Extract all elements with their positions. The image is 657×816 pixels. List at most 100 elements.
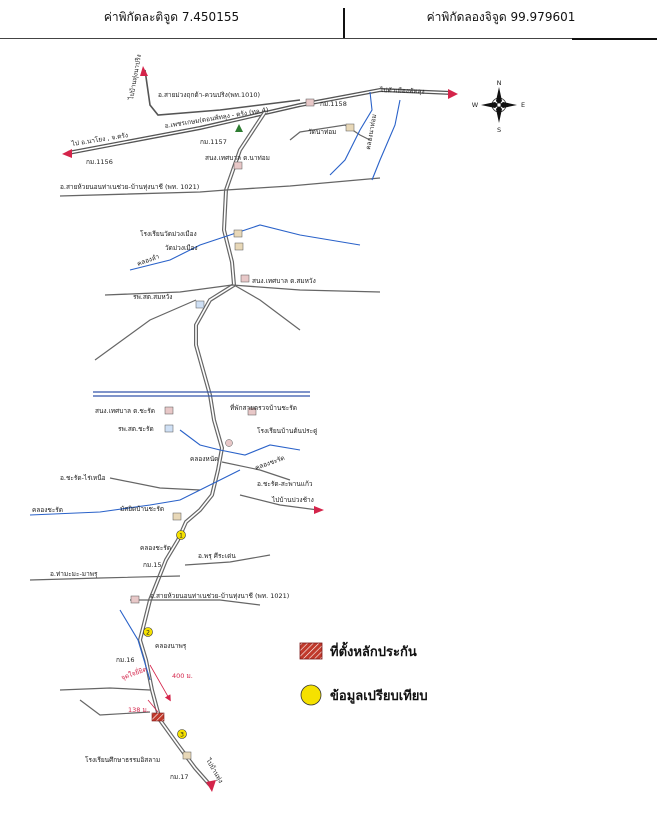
label-road-1021-top: อ.สายห้วยนอนท่าเนช่วย-บ้านทุ่งนาชี (พท. … [60, 183, 199, 191]
compare-number-2: 2 [146, 630, 150, 637]
label-dist-138: 138 ม. [128, 706, 149, 714]
rivers [29, 91, 401, 681]
label-mosque: มัสยิดบ้านชะรัด [120, 505, 164, 513]
tree-icon [235, 124, 243, 132]
longitude-label: ค่าพิกัดลองจิจูด 99.979601 [426, 10, 576, 24]
school-icon [233, 229, 243, 238]
compare-point-3 [177, 729, 187, 739]
road-1010 [144, 69, 301, 116]
police-icon [247, 407, 257, 416]
compass-w: W [472, 101, 479, 109]
road-tha-mamuang [29, 575, 181, 581]
map-labels: อ.สายม่วงฤกต้า-ควนปริง(พท.1010) อ.เพชรเก… [32, 54, 425, 785]
school-bottom-icon [182, 751, 192, 760]
label-hosp-samwang: รพ.สต.สมหวัง [133, 293, 172, 301]
road-southwest [94, 299, 197, 361]
road-1021-north-branch [59, 177, 381, 197]
label-school-bottom: โรงเรียนศึกษาธรรมอิสลาม [85, 756, 160, 764]
label-km1156: กม.1156 [86, 158, 113, 166]
highway-4 [62, 87, 458, 158]
main-road-1021 [137, 110, 267, 792]
road-phru [184, 554, 271, 566]
label-office-chorat: สนง.เทศบาล ต.ชะรัด [95, 407, 155, 415]
road-natom [289, 124, 371, 141]
label-road-tha-mamuang: อ.ท่ามะมะ-มาพรุ [50, 570, 98, 578]
office-samwang-icon [240, 274, 250, 283]
compass-s: S [497, 126, 501, 134]
distance-markers [147, 664, 171, 713]
label-road-1010: อ.สายม่วงฤกต้า-ควนปริง(พท.1010) [158, 91, 260, 99]
arrow-south-icon [206, 780, 216, 792]
label-to-ban-chaw: ไปบ้านบ่วงช้าง [271, 496, 314, 504]
label-khlong-nuea: คลองหนัด [190, 455, 218, 463]
label-dist-400: 400 ม. [172, 672, 193, 680]
road-chorat-north [109, 477, 201, 491]
label-to-west: ไปบ้านทุ่งนาปริง [127, 54, 143, 102]
label-office-samwang: สนง.เทศบาล ต.สมหวัง [252, 277, 316, 285]
legend-compare-label: ข้อมูลเปรียบเทียบ [330, 688, 428, 704]
collateral-location-marker [151, 712, 165, 722]
office-natom-icon [233, 161, 243, 170]
compass-n: N [497, 79, 502, 87]
label-wat-muang: วัดม่วงเมือง [165, 244, 198, 252]
label-km1158: กม.1158 [320, 100, 347, 108]
hospital-chorat-icon [164, 424, 174, 433]
legend-station-swatch [299, 642, 323, 660]
header-divider [343, 8, 345, 38]
landmark-1021-icon [130, 595, 140, 604]
compare-point-2 [143, 627, 153, 637]
compare-number-1: 1 [179, 533, 183, 540]
wat-natom-icon [345, 123, 355, 132]
label-khlong-naphru: คลองนาพรุ [155, 642, 187, 650]
compass-rose: N S E W [472, 79, 525, 134]
compare-number-3: 3 [180, 732, 184, 739]
latitude-label: ค่าพิกัดละติจูด 7.450155 [103, 10, 240, 24]
road-west-small [59, 687, 151, 691]
temple-icon [305, 98, 315, 107]
label-km15: กม.15 [143, 561, 162, 569]
header-rule [0, 38, 572, 39]
label-police: ที่พักสายตรวจบ้านชะรัด [230, 403, 297, 412]
legend-station-label: ที่ตั้งหลักประกัน [330, 641, 417, 660]
label-school-tonpradu: โรงเรียนบ้านต้นประดู่ [257, 427, 317, 435]
road-chorat-sapan [221, 461, 291, 481]
coordinate-header: ค่าพิกัดละติจูด 7.450155 ค่าพิกัดลองจิจู… [0, 0, 657, 40]
school-tonpradu-icon [225, 439, 233, 447]
road-samwang [104, 284, 381, 296]
legend: ที่ตั้งหลักประกัน ข้อมูลเปรียบเทียบ [299, 641, 428, 706]
label-km16: กม.16 [116, 656, 135, 664]
legend-compare-swatch [300, 684, 322, 706]
label-road-1021-bottom: อ.สายห้วยนอนท่าเนช่วย-บ้านทุ่งนาชี (พท. … [150, 592, 289, 600]
road-to-ban-chaw [239, 494, 319, 511]
label-km17: กม.17 [170, 773, 189, 781]
mosque-icon [172, 512, 182, 521]
label-road-chorat-sapan: อ.ชะรัด-สะพานแก้ว [257, 480, 313, 488]
railway-line [93, 391, 310, 397]
arrow-west-icon [62, 149, 72, 158]
label-hosp-chorat: รพ.สต.ชะรัด [118, 425, 154, 433]
compass-e: E [521, 101, 525, 109]
label-road-phru: อ.พรุ ศีระเด่น [198, 552, 236, 560]
road-southeast [233, 284, 301, 331]
landmark-icons [130, 98, 355, 760]
hospital-samwang-icon [195, 300, 205, 309]
comparison-markers: 1 2 3 [143, 530, 187, 739]
compare-point-1 [176, 530, 186, 540]
label-khlong-chorat-1: คลองชะรัด [254, 454, 286, 472]
label-road-chorat-north: อ.ชะรัด-ไร่เหนือ [60, 474, 106, 482]
label-khlong-chorat-2: คลองชะรัด [32, 506, 63, 514]
arrow-north-icon [140, 66, 148, 76]
label-to-phatthalung: ไปตัวเมืองพัทลุง [379, 86, 425, 96]
arrow-east-icon-2 [314, 506, 324, 514]
label-office-natom: สนง.เทศบาล ต.นาท่อม [205, 154, 270, 162]
label-wat-natom: วัดนาท่อม [308, 128, 336, 136]
office-chorat-icon [164, 406, 174, 415]
header-rule-accent [572, 38, 657, 40]
road-west-small-2 [79, 699, 151, 716]
wat-muang-icon [234, 242, 244, 251]
label-jud-ha: จุดใจยี่ยิด [120, 664, 148, 682]
label-school-wat: โรงเรียนวัดม่วงเมือง [140, 230, 197, 238]
road-1021-south-branch [130, 599, 261, 606]
label-khlong-chorat-3: คลองชะรัด [140, 544, 171, 552]
